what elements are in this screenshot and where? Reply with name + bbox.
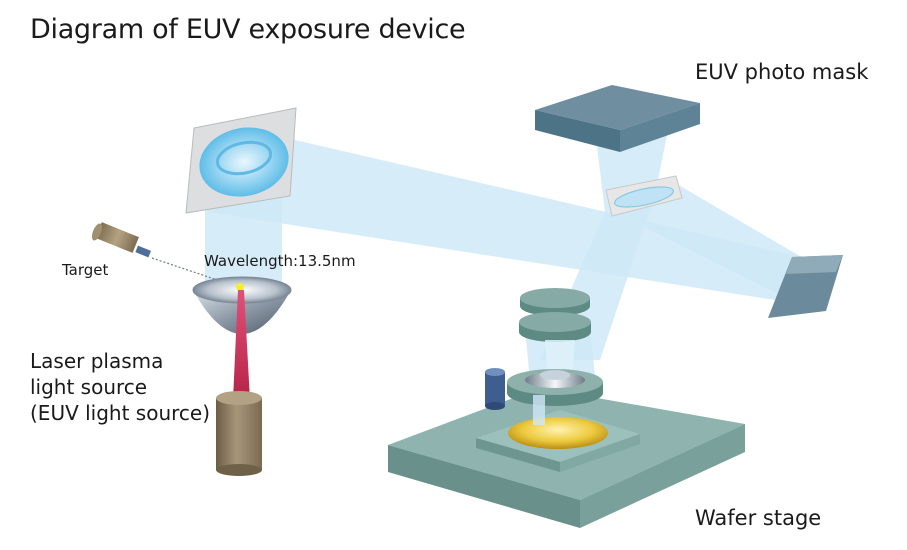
- wafer-holder-front: [476, 438, 560, 472]
- alignment-sensor: [485, 368, 505, 410]
- target-end: [91, 223, 103, 241]
- wafer-holder-side: [560, 434, 640, 472]
- ring-lens-hole: [540, 370, 570, 380]
- light-source-label-line-1: Laser plasma: [30, 349, 164, 373]
- lens-disc-1-top: [520, 288, 590, 308]
- light-source-label: Laser plasma light source (EUV light sou…: [30, 349, 211, 428]
- lens-disc-2-top: [519, 312, 591, 332]
- wafer-stage-label: Wafer stage: [695, 506, 822, 530]
- stage-side-face: [580, 424, 745, 528]
- wavelength-label: Wavelength:13.5nm: [204, 252, 356, 270]
- small-mirror: [614, 186, 674, 208]
- wafer-stage: [388, 388, 745, 528]
- mask-front-face: [535, 110, 620, 152]
- target-nozzle: [135, 245, 151, 258]
- photo-mask-label: EUV photo mask: [695, 60, 869, 84]
- mask-side-face: [620, 103, 700, 152]
- wafer: [508, 417, 608, 449]
- collector-mirror-assembly: [185, 107, 297, 214]
- far-right-mirror-highlight: [786, 255, 843, 274]
- target-device: [91, 222, 239, 288]
- housing-top: [216, 391, 262, 405]
- target-droplet-path: [151, 257, 239, 288]
- target-label: Target: [62, 261, 109, 279]
- light-source-label-line-3: (EUV light source): [30, 401, 211, 425]
- euv-photo-mask: [535, 85, 700, 152]
- beam-far-mirror-to-small-mirror: [620, 180, 810, 300]
- mask-top-face: [535, 85, 700, 130]
- laser-beam: [233, 290, 250, 400]
- laser-housing: [216, 391, 262, 476]
- housing-bottom: [216, 464, 262, 476]
- stage-front-face: [388, 445, 580, 528]
- plasma-point: [236, 283, 244, 291]
- housing-body: [216, 398, 262, 470]
- light-source-label-line-2: light source: [30, 375, 148, 399]
- target-body: [95, 222, 139, 253]
- diagram-title: Diagram of EUV exposure device: [30, 14, 466, 45]
- sensor-bottom: [485, 402, 505, 410]
- beam-column: [533, 395, 545, 425]
- sensor-top: [485, 368, 505, 376]
- projection-optics: [507, 288, 603, 425]
- beam-collector-to-far-mirror: [208, 132, 805, 300]
- lens-inner-ring: [215, 140, 273, 176]
- sensor-body: [485, 372, 505, 406]
